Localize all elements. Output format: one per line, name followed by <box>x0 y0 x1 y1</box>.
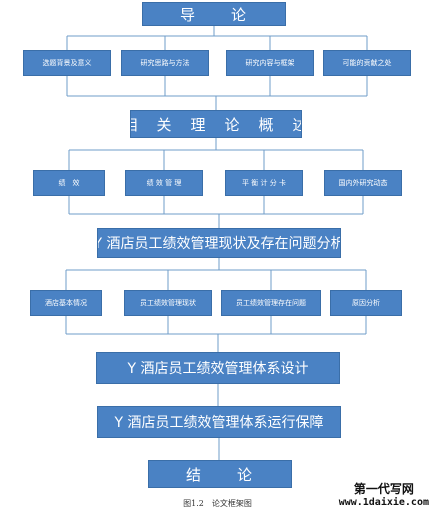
performance-box: 绩 效 <box>33 170 105 196</box>
cause-analysis-box: 原因分析 <box>330 290 402 316</box>
hotel-basics-box: 酒店基本情况 <box>30 290 102 316</box>
status-analysis-box: Y 酒店员工绩效管理现状及存在问题分析 <box>97 228 341 258</box>
conclusion-box: 结 论 <box>148 460 292 488</box>
intro-box: 导 论 <box>142 2 286 26</box>
performance-management-box: 绩 效 管 理 <box>125 170 203 196</box>
system-design-box: Y 酒店员工绩效管理体系设计 <box>96 352 340 384</box>
theory-overview-box: 相 关 理 论 概 述 <box>130 110 302 138</box>
watermark-url: www.1daixie.com <box>338 497 429 508</box>
figure-caption: 图1.2 论文框架图 <box>183 499 252 508</box>
research-method-box: 研究思路与方法 <box>121 50 209 76</box>
site-watermark: 第一代写网 www.1daixie.com <box>339 482 429 510</box>
research-content-box: 研究内容与框架 <box>226 50 314 76</box>
management-status-box: 员工绩效管理现状 <box>124 290 212 316</box>
research-trends-box: 国内外研究动态 <box>324 170 402 196</box>
contribution-box: 可能的贡献之处 <box>323 50 411 76</box>
topic-background-box: 选题背景及意义 <box>23 50 111 76</box>
operation-guarantee-box: Y 酒店员工绩效管理体系运行保障 <box>97 406 341 438</box>
watermark-name: 第一代写网 <box>353 482 414 496</box>
management-problems-box: 员工绩效管理存在问题 <box>221 290 321 316</box>
balanced-scorecard-box: 平 衡 计 分 卡 <box>225 170 303 196</box>
